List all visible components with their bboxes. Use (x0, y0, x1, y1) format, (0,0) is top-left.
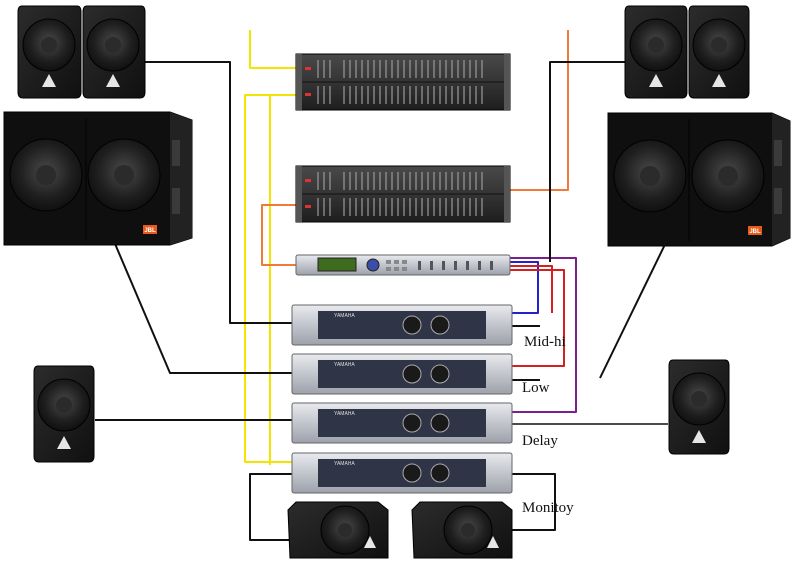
crossover-processor (295, 254, 511, 276)
cable-red-1 (510, 265, 553, 313)
label-delay: Delay (522, 433, 558, 449)
handle-icon (774, 140, 782, 166)
cable-blue (510, 261, 539, 314)
cable-purple (510, 257, 577, 413)
cable-black-mon-right (508, 473, 556, 531)
handle-icon (774, 188, 782, 214)
jog-wheel-icon (366, 258, 380, 272)
cable-orange-left (261, 204, 300, 266)
cable-yellow-input-top (249, 30, 300, 69)
handle-icon (172, 140, 180, 166)
speaker-top-left-2 (82, 5, 146, 99)
cables (95, 30, 673, 541)
logo-triangle-icon (106, 74, 120, 87)
cable-red-2 (510, 269, 565, 367)
power-amp-2: YAMAHA (291, 353, 513, 395)
amp-brand-text: YAMAHA (334, 313, 355, 319)
jbl-badge (143, 225, 157, 234)
monitor-wedge-right (411, 501, 513, 559)
power-amp-1: YAMAHA (291, 304, 513, 346)
logo-triangle-icon (487, 536, 499, 548)
cable-black-top-right (549, 61, 630, 262)
graphic-eq-2 (295, 165, 511, 223)
monitor-wedge-left (287, 501, 389, 559)
cable-black-mon-left (249, 473, 292, 541)
speaker-delay-right (668, 359, 730, 455)
subwoofer-right: JBL (607, 112, 791, 247)
graphic-eq-1 (295, 53, 511, 111)
cable-orange-right (510, 30, 569, 191)
subwoofer-left: JBL (3, 111, 193, 246)
power-amp-4: YAMAHA (291, 452, 513, 494)
cable-black-sub-left (109, 231, 292, 374)
cable-black-sub-right (599, 229, 673, 379)
logo-triangle-icon (649, 74, 663, 87)
logo-triangle-icon (364, 536, 376, 548)
logo-triangle-icon (692, 430, 706, 443)
speaker-top-right-1 (624, 5, 688, 99)
logo-triangle-icon (57, 436, 71, 449)
power-amp-3: YAMAHA (291, 402, 513, 444)
speaker-delay-left (33, 365, 95, 463)
jbl-badge-text: JBL (749, 229, 761, 235)
amp-brand-text: YAMAHA (334, 411, 355, 417)
logo-triangle-icon (42, 74, 56, 87)
jbl-badge (748, 226, 762, 235)
amp-brand-text: YAMAHA (334, 362, 355, 368)
lcd-display (317, 257, 357, 272)
handle-icon (172, 188, 180, 214)
label-low: Low (522, 380, 550, 396)
jbl-badge-text: JBL (144, 228, 156, 234)
amp-brand-text: YAMAHA (334, 461, 355, 467)
logo-triangle-icon (712, 74, 726, 87)
speaker-top-right-2 (688, 5, 750, 99)
cable-black-top-left (145, 61, 292, 324)
speaker-top-left-1 (17, 5, 82, 99)
label-mid-hi: Mid-hi (524, 334, 566, 350)
cable-yellow-main (244, 94, 300, 463)
label-monitor: Monitoy (522, 500, 574, 516)
